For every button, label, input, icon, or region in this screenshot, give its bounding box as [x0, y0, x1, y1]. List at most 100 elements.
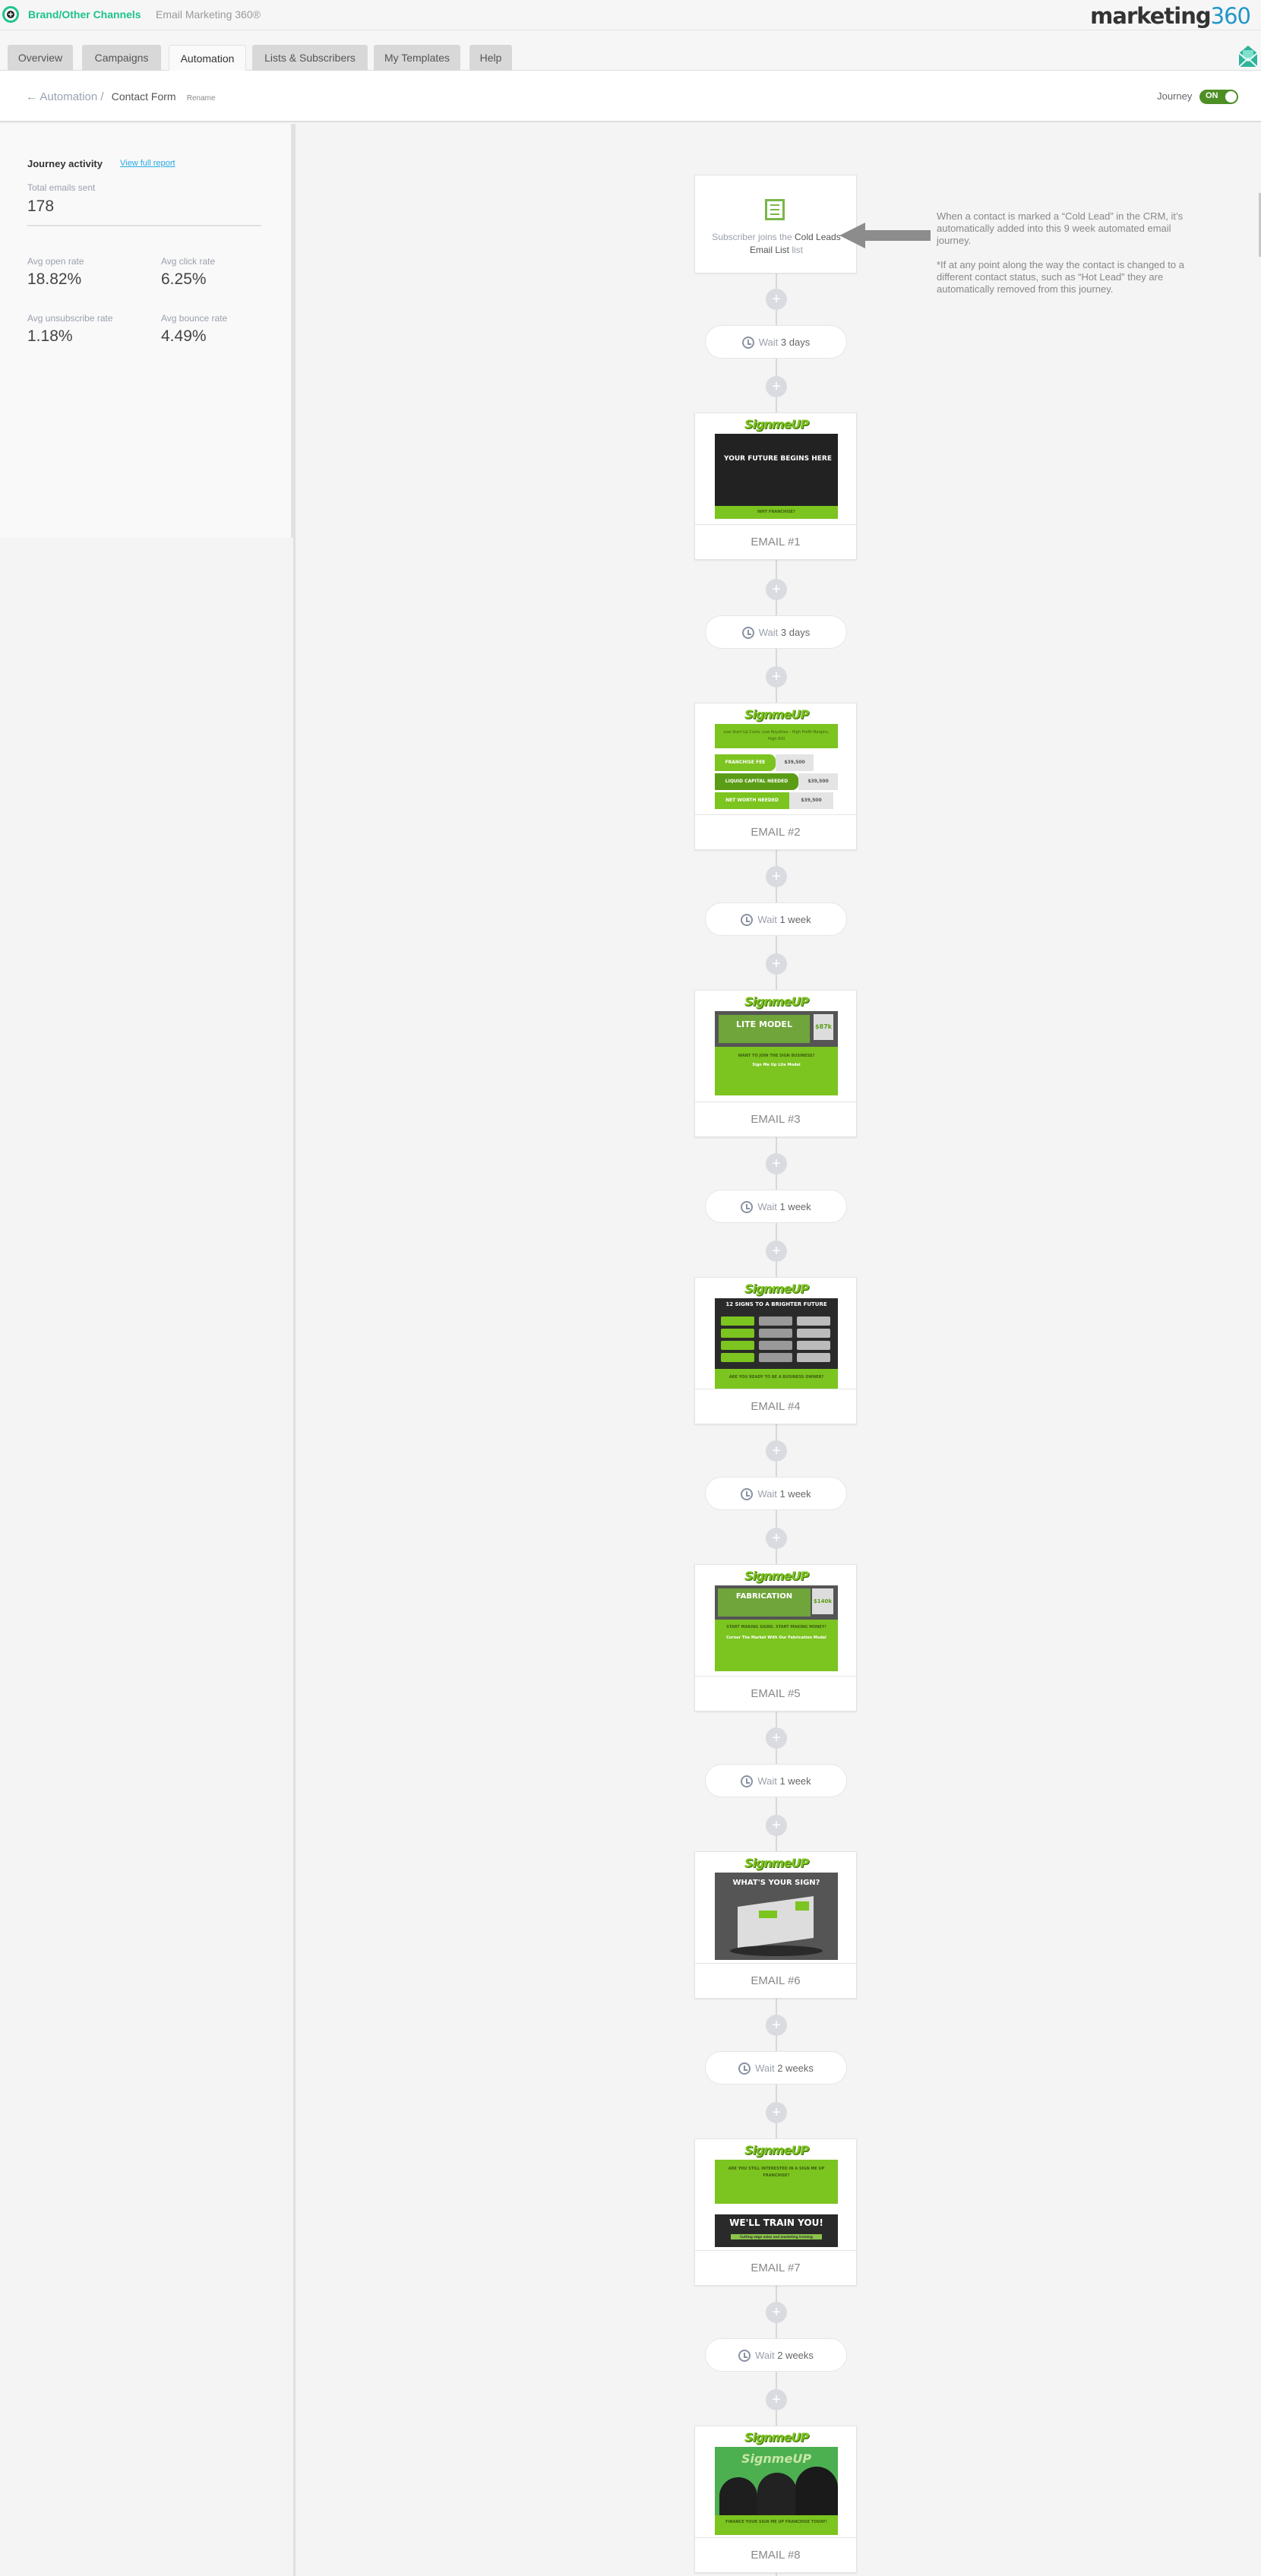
- networth-label: NET WORTH NEEDED: [715, 792, 789, 809]
- networth-value: $39,500: [789, 792, 833, 809]
- email-thumbnail: SignmeUP FABRICATION $140k START MAKING …: [715, 1569, 838, 1679]
- email-subhead: WE'LL TRAIN YOU!: [729, 2217, 823, 2228]
- add-step-button[interactable]: +: [766, 866, 787, 887]
- clock-icon: [741, 913, 754, 926]
- wait-duration: 3 days: [780, 337, 811, 348]
- email-thumbnail: SignmeUP WHAT'S YOUR SIGN?: [715, 1856, 838, 1966]
- logo-text: marketing: [1090, 3, 1211, 29]
- wait-step[interactable]: Wait 2 weeks: [705, 2338, 847, 2372]
- wait-duration: 2 weeks: [777, 2350, 814, 2361]
- logo-accent: 360: [1210, 3, 1251, 29]
- email-card[interactable]: SignmeUP Low Start-Up Costs, Low Royalti…: [694, 703, 857, 850]
- email-card[interactable]: SignmeUP FABRICATION $140k START MAKING …: [694, 1564, 857, 1712]
- wait-step[interactable]: Wait 3 days: [705, 325, 847, 359]
- email-label: EMAIL #1: [695, 524, 856, 559]
- email-thumbnail: SignmeUP SignmeUP FINANCE YOUR SIGN ME U…: [715, 2430, 838, 2543]
- tab-lists-subscribers[interactable]: Lists & Subscribers: [252, 45, 368, 71]
- clock-icon: [741, 1487, 754, 1500]
- journey-toggle[interactable]: ON: [1199, 90, 1238, 104]
- add-step-button[interactable]: +: [766, 666, 787, 687]
- wait-step[interactable]: Wait 3 days: [705, 615, 847, 649]
- email-card[interactable]: SignmeUP LITE MODEL $87k WANT TO JOIN TH…: [694, 990, 857, 1137]
- add-step-button[interactable]: +: [766, 579, 787, 600]
- add-step-button[interactable]: +: [766, 2102, 787, 2123]
- breadcrumb-bar: ← Automation / Contact Form Rename Journ…: [0, 71, 1261, 122]
- email-card[interactable]: SignmeUP SignmeUP FINANCE YOUR SIGN ME U…: [694, 2426, 857, 2573]
- trigger-card[interactable]: Subscriber joins the Cold Leads Email Li…: [694, 175, 857, 273]
- email-subhead: WANT TO JOIN THE SIGN BUSINESS?: [738, 1054, 815, 1058]
- email-thumbnail: SignmeUP Low Start-Up Costs, Low Royalti…: [715, 707, 838, 817]
- email-analytics-icon[interactable]: [1238, 45, 1258, 68]
- clock-icon: [741, 336, 754, 349]
- email-label: EMAIL #3: [695, 1102, 856, 1136]
- email-label: EMAIL #6: [695, 1963, 856, 1998]
- unsubscribe-rate-label: Avg unsubscribe rate: [27, 313, 113, 324]
- unsubscribe-rate-value: 1.18%: [27, 327, 73, 345]
- tab-help[interactable]: Help: [469, 45, 512, 71]
- open-rate-value: 18.82%: [27, 270, 82, 288]
- wait-word: Wait: [757, 914, 777, 925]
- clock-icon: [738, 2062, 751, 2075]
- email-label: EMAIL #2: [695, 814, 856, 849]
- wait-word: Wait: [755, 2350, 775, 2361]
- breadcrumb-automation-link[interactable]: Automation: [40, 90, 98, 103]
- marketing360-logo[interactable]: marketing360: [1090, 3, 1251, 29]
- add-step-button[interactable]: +: [766, 1727, 787, 1749]
- wait-step[interactable]: Wait 1 week: [705, 1190, 847, 1223]
- tab-campaigns[interactable]: Campaigns: [82, 45, 161, 71]
- add-step-button[interactable]: +: [766, 2015, 787, 2036]
- total-emails-label: Total emails sent: [27, 182, 96, 193]
- capital-label: LIQUID CAPITAL NEEDED: [715, 773, 798, 790]
- wait-word: Wait: [755, 2062, 775, 2074]
- toggle-state: ON: [1206, 91, 1218, 100]
- breadcrumb-separator: /: [100, 90, 104, 103]
- email-label: EMAIL #4: [695, 1389, 856, 1424]
- brand-channel-link[interactable]: Brand/Other Channels: [28, 8, 141, 21]
- add-step-button[interactable]: +: [766, 289, 787, 310]
- add-step-button[interactable]: +: [766, 2302, 787, 2323]
- add-step-button[interactable]: +: [766, 1528, 787, 1549]
- tab-my-templates[interactable]: My Templates: [374, 45, 460, 71]
- add-step-button[interactable]: +: [766, 1440, 787, 1462]
- tab-overview[interactable]: Overview: [8, 45, 73, 71]
- add-step-button[interactable]: +: [766, 1241, 787, 1262]
- email-headline: ARE YOU STILL INTERESTED IN A SIGN ME UP…: [715, 2160, 838, 2204]
- add-step-button[interactable]: +: [766, 1153, 787, 1174]
- click-rate-label: Avg click rate: [161, 256, 216, 267]
- email-logo: SignmeUP: [744, 707, 809, 722]
- email-card[interactable]: SignmeUP ARE YOU STILL INTERESTED IN A S…: [694, 2138, 857, 2286]
- email-card[interactable]: SignmeUP WHAT'S YOUR SIGN? EMAIL #6: [694, 1851, 857, 1999]
- trigger-list-name: Cold Leads Email List: [749, 232, 841, 255]
- add-step-button[interactable]: +: [766, 2389, 787, 2410]
- wait-duration: 2 weeks: [777, 2062, 814, 2074]
- wait-step[interactable]: Wait 2 weeks: [705, 2051, 847, 2085]
- email-headline: WHAT'S YOUR SIGN?: [732, 1879, 820, 1887]
- wait-word: Wait: [757, 1775, 777, 1787]
- rename-link[interactable]: Rename: [186, 94, 216, 103]
- email-card[interactable]: SignmeUP YOUR FUTURE BEGINS HERE WHY FRA…: [694, 412, 857, 560]
- email-subhead-2: Sign Me Up Lite Model: [752, 1063, 801, 1067]
- add-step-button[interactable]: +: [766, 376, 787, 397]
- journey-toggle-group: Journey ON: [1157, 90, 1238, 104]
- wait-step[interactable]: Wait 1 week: [705, 902, 847, 936]
- brand-channel-icon[interactable]: [2, 6, 19, 23]
- email-footer-text: FINANCE YOUR SIGN ME UP FRANCHISE TODAY!: [715, 2515, 838, 2535]
- add-step-button[interactable]: +: [766, 1815, 787, 1836]
- add-step-button[interactable]: +: [766, 953, 787, 975]
- email-label: EMAIL #7: [695, 2250, 856, 2285]
- divider: [27, 225, 261, 226]
- wait-step[interactable]: Wait 1 week: [705, 1477, 847, 1510]
- email-thumbnail: SignmeUP YOUR FUTURE BEGINS HERE WHY FRA…: [715, 417, 838, 527]
- scrollbar[interactable]: [1259, 193, 1261, 257]
- back-arrow-icon[interactable]: ←: [26, 90, 37, 103]
- journey-activity-panel: Journey activity View full report Total …: [0, 124, 293, 538]
- tab-automation[interactable]: Automation: [169, 45, 246, 71]
- price-badge: $87k: [814, 1014, 833, 1040]
- email-card[interactable]: SignmeUP 12 SIGNS TO A BRIGHTER FUTURE A…: [694, 1277, 857, 1424]
- email-label: EMAIL #5: [695, 1676, 856, 1711]
- email-subhead: ARE YOU READY TO BE A BUSINESS OWNER?: [715, 1369, 838, 1392]
- annotation-line-2: *If at any point along the way the conta…: [937, 259, 1184, 295]
- wait-step[interactable]: Wait 1 week: [705, 1764, 847, 1797]
- view-full-report-link[interactable]: View full report: [120, 159, 175, 168]
- email-headline: YOUR FUTURE BEGINS HERE: [715, 434, 838, 506]
